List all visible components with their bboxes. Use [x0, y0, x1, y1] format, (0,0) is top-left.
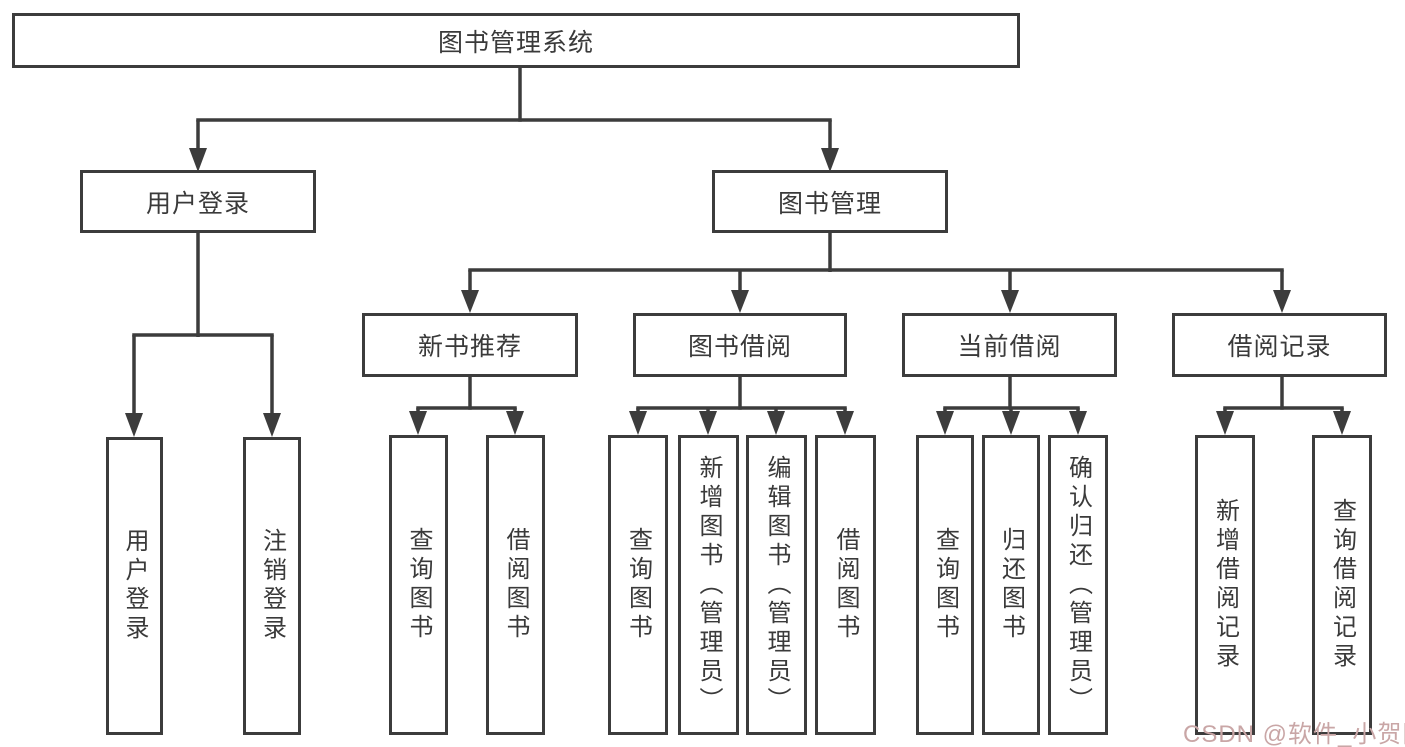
node-new-book-recommend-label: 新书推荐 — [417, 333, 522, 361]
leaf-query-book-1: 查询图书 — [389, 435, 448, 735]
connector-borrow-record-to-leaves — [1216, 377, 1351, 435]
leaf-add-borrow-record: 新增借阅记录 — [1195, 435, 1255, 735]
leaf-query-borrow-record-label: 查询借阅记录 — [1328, 498, 1356, 672]
leaf-borrow-book-1: 借阅图书 — [486, 435, 545, 735]
node-library-system: 图书管理系统 — [12, 13, 1020, 68]
leaf-borrow-book-1-label: 借阅图书 — [502, 527, 529, 643]
node-book-management-label: 图书管理 — [777, 189, 882, 218]
leaf-query-book-3-label: 查询图书 — [931, 527, 959, 643]
connector-root-to-level2 — [189, 68, 839, 172]
node-borrow-record: 借阅记录 — [1172, 313, 1387, 377]
node-user-login: 用户登录 — [80, 170, 316, 233]
leaf-add-book-admin-label: 新增图书（管理员） — [695, 454, 722, 716]
leaf-logout: 注销登录 — [243, 437, 301, 735]
leaf-logout-label: 注销登录 — [258, 528, 286, 644]
connector-current-borrow-to-leaves — [936, 377, 1087, 435]
node-book-borrow: 图书借阅 — [633, 313, 847, 377]
connector-new-book-to-leaves — [409, 377, 524, 435]
leaf-borrow-book-2-label: 借阅图书 — [832, 527, 859, 643]
leaf-add-borrow-record-label: 新增借阅记录 — [1211, 498, 1239, 672]
leaf-query-book-2: 查询图书 — [608, 435, 668, 735]
node-library-system-label: 图书管理系统 — [437, 28, 594, 57]
node-new-book-recommend: 新书推荐 — [362, 313, 578, 377]
node-current-borrow: 当前借阅 — [902, 313, 1117, 377]
node-book-borrow-label: 图书借阅 — [687, 333, 792, 361]
connector-book-mgmt-to-level3 — [461, 233, 1291, 313]
watermark: CSDN @软件_小贺同学 — [1183, 721, 1405, 747]
leaf-edit-book-admin: 编辑图书（管理员） — [746, 435, 807, 735]
leaf-query-borrow-record: 查询借阅记录 — [1312, 435, 1372, 735]
connector-user-login-to-leaves — [125, 233, 281, 437]
leaf-return-book-label: 归还图书 — [997, 527, 1025, 643]
node-borrow-record-label: 借阅记录 — [1227, 333, 1332, 361]
leaf-add-book-admin: 新增图书（管理员） — [678, 435, 739, 735]
leaf-user-login: 用户登录 — [106, 437, 163, 735]
leaf-query-book-1-label: 查询图书 — [405, 527, 432, 643]
node-current-borrow-label: 当前借阅 — [957, 333, 1062, 361]
connector-book-borrow-to-leaves — [629, 377, 854, 435]
leaf-user-login-label: 用户登录 — [121, 528, 148, 644]
node-book-management: 图书管理 — [712, 170, 948, 233]
leaf-query-book-2-label: 查询图书 — [624, 527, 652, 643]
leaf-borrow-book-2: 借阅图书 — [815, 435, 876, 735]
leaf-confirm-return-admin: 确认归还（管理员） — [1048, 435, 1108, 735]
node-user-login-label: 用户登录 — [145, 189, 250, 218]
leaf-query-book-3: 查询图书 — [916, 435, 974, 735]
leaf-edit-book-admin-label: 编辑图书（管理员） — [763, 454, 790, 716]
leaf-return-book: 归还图书 — [982, 435, 1040, 735]
leaf-confirm-return-admin-label: 确认归还（管理员） — [1064, 454, 1092, 716]
